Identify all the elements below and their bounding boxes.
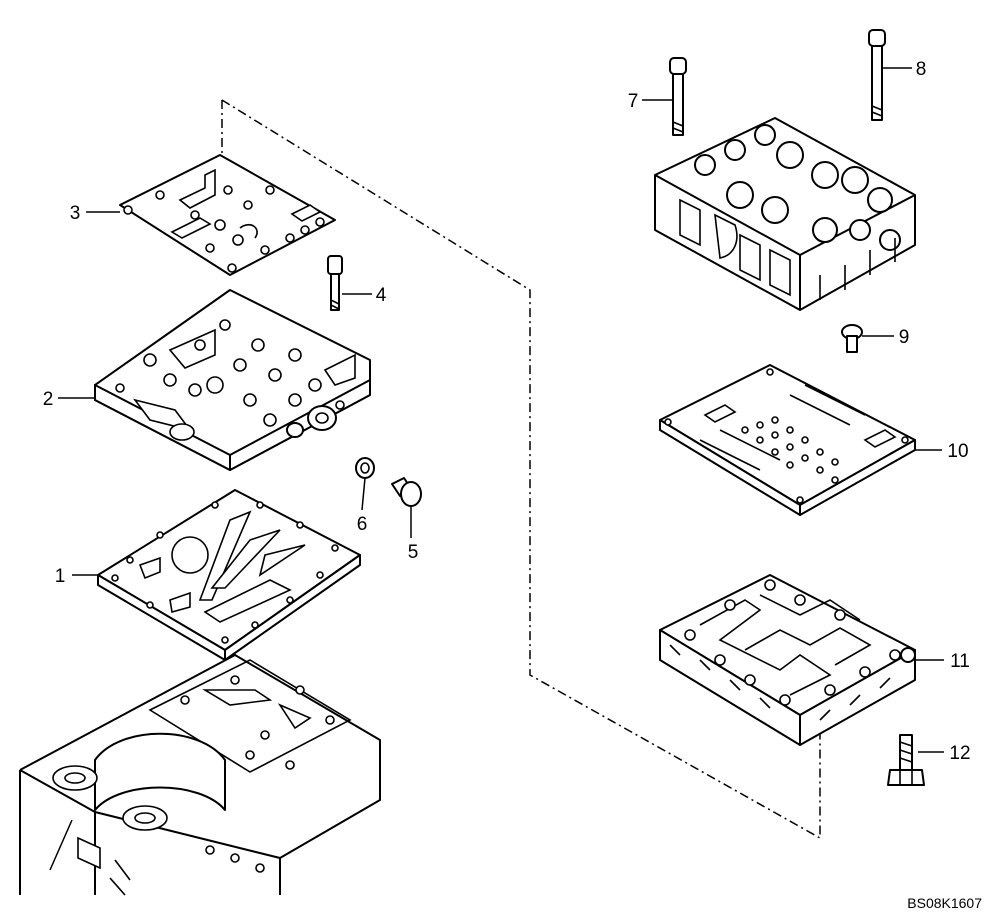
callout-1: 1 [55, 566, 66, 587]
callout-6: 6 [357, 514, 368, 535]
callout-8: 8 [916, 59, 927, 80]
callout-11: 11 [950, 651, 970, 672]
part-11-lower-valve-body [659, 574, 916, 746]
callout-5: 5 [408, 542, 419, 563]
part-8-long-bolt [868, 29, 886, 121]
drawing-reference-code: BS08K1607 [907, 895, 982, 911]
callout-10: 10 [947, 441, 968, 462]
leader-6 [361, 477, 366, 511]
part-12-hex-bolt [887, 734, 925, 786]
upper-valve-housing [654, 117, 916, 311]
part-3-gasket-plate [119, 154, 336, 276]
callout-7: 7 [628, 91, 639, 112]
callout-12: 12 [949, 743, 970, 764]
part-7-long-bolt [669, 57, 687, 136]
callout-3: 3 [70, 203, 81, 224]
part-1-separator-plate [97, 489, 361, 661]
callout-9: 9 [899, 327, 910, 348]
callout-4: 4 [376, 285, 387, 306]
transmission-housing [19, 654, 381, 896]
part-2-valve-body [94, 289, 371, 471]
callout-2: 2 [43, 389, 54, 410]
part-9-screw [841, 324, 863, 353]
part-6-seal-ring [355, 457, 375, 479]
leader-housing [49, 819, 73, 871]
part-4-bolt [327, 255, 343, 311]
part-5-plug [391, 477, 422, 507]
part-10-intermediate-plate [659, 364, 916, 516]
